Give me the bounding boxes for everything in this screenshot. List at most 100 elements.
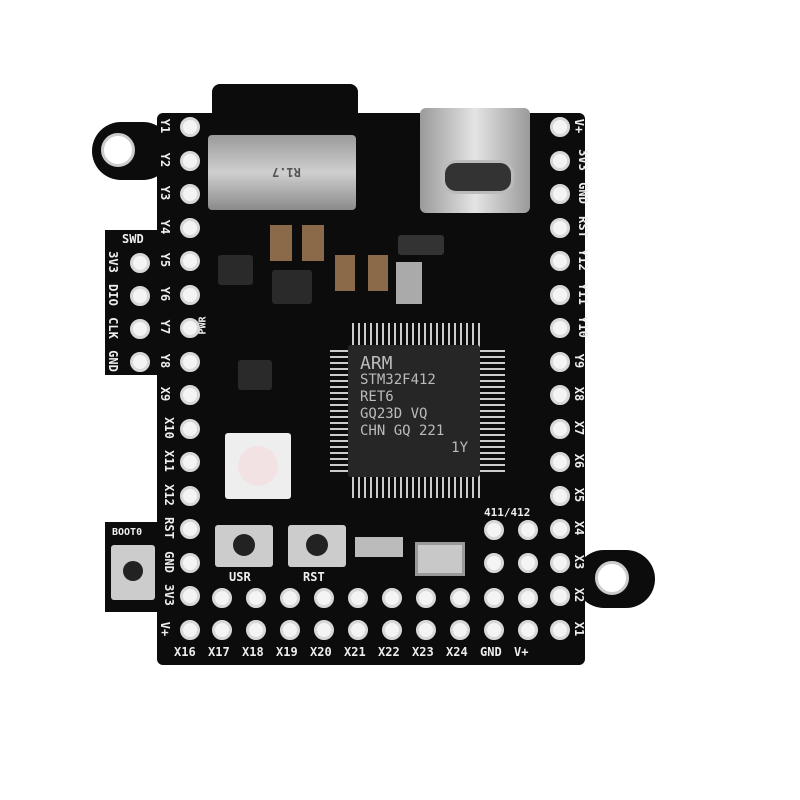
pin-hole[interactable] [180,318,200,338]
pin-hole[interactable] [180,586,200,606]
pin-label: X6 [572,453,587,469]
pin-hole[interactable] [450,588,470,608]
pin-hole[interactable] [180,150,200,171]
pin-hole[interactable] [550,519,570,539]
pin-hole[interactable] [212,588,232,608]
pin-label: X22 [378,645,400,659]
pin-label: Y9 [572,353,587,368]
pin-hole[interactable] [518,620,538,640]
pin-label: Y4 [158,219,173,234]
pin-hole[interactable] [180,619,200,640]
pin-hole[interactable] [246,588,266,608]
pin-hole[interactable] [180,251,200,271]
boot0-button[interactable] [111,545,155,600]
pin-hole[interactable] [550,485,570,506]
pin-hole[interactable] [180,452,200,472]
pin-hole[interactable] [180,552,200,573]
pin-hole[interactable] [382,588,402,608]
pin-label: X11 [161,450,176,472]
usr-button[interactable] [215,525,273,567]
mounting-hole-right [595,561,629,595]
pin-hole[interactable] [416,588,436,608]
pin-hole[interactable] [180,485,200,506]
pin-label: V+ [514,645,529,659]
pin-hole[interactable] [484,553,504,573]
capacitor [335,255,355,291]
pin-hole[interactable] [518,553,538,573]
pin-label: Y6 [158,286,173,301]
pin-hole[interactable] [550,150,570,171]
swd-pin-label: CLK [105,317,120,339]
pin-hole[interactable] [550,318,570,338]
pin-hole[interactable] [484,588,504,608]
pin-hole[interactable] [550,217,570,238]
pin-hole[interactable] [180,117,200,137]
pin-hole[interactable] [280,620,300,640]
pin-label: X24 [446,645,468,659]
pin-label: X17 [208,645,230,659]
swd-pin-hole[interactable] [130,319,150,339]
pin-label: Y12 [575,249,590,271]
pin-hole[interactable] [550,385,570,405]
pin-hole[interactable] [180,385,200,405]
pin-hole[interactable] [348,588,368,608]
capacitor [270,225,292,261]
pin-hole[interactable] [180,217,200,238]
microsd-slot [208,135,356,210]
pin-label: X23 [412,645,434,659]
pin-label: Y7 [158,319,173,335]
pin-label: X12 [161,483,176,506]
pin-hole[interactable] [550,619,570,640]
pin-hole[interactable] [246,620,266,640]
pin-hole[interactable] [212,620,232,640]
pin-label: RST [161,517,176,539]
pin-hole[interactable] [518,588,538,608]
rst-label: RST [303,570,325,584]
swd-pin-hole[interactable] [130,352,150,372]
boot0-label: BOOT0 [112,527,143,538]
pin-hole[interactable] [550,418,570,439]
pin-hole[interactable] [314,620,334,640]
swd-pin-hole[interactable] [130,253,150,273]
pin-label: Y10 [575,316,590,338]
pin-hole[interactable] [550,586,570,606]
stm32-mcu: ARM STM32F412 RET6 GQ23D VQ CHN GQ 221 1… [348,345,480,477]
pin-hole[interactable] [550,351,570,372]
rst-button[interactable] [288,525,346,567]
pin-label: Y1 [158,118,173,134]
pin-hole[interactable] [382,620,402,640]
mcu-lot: GQ23D VQ [360,406,428,422]
pin-label: RST [575,215,590,238]
pin-hole[interactable] [518,520,538,540]
pin-hole[interactable] [180,519,200,539]
pin-label: V+ [158,621,173,636]
pin-hole[interactable] [484,620,504,640]
pin-hole[interactable] [550,184,570,204]
swd-pin-hole[interactable] [130,286,150,306]
pin-label: X20 [310,645,332,659]
usr-label: USR [229,570,251,584]
pin-hole[interactable] [348,620,368,640]
sensor-ic [238,360,272,390]
pin-label: X19 [276,645,298,659]
mcu-brand: ARM [360,353,393,374]
pin-hole[interactable] [550,117,570,137]
pin-hole[interactable] [180,184,200,204]
pin-hole[interactable] [180,284,200,305]
pin-hole[interactable] [550,251,570,271]
pin-hole[interactable] [280,588,300,608]
pin-hole[interactable] [180,351,200,372]
pin-label: X21 [344,645,366,659]
crystal-small [355,537,403,557]
pin-hole[interactable] [484,520,504,540]
swd-pin-label: DIO [105,284,120,306]
inductor [396,262,422,304]
pin-hole[interactable] [450,620,470,640]
pin-hole[interactable] [550,452,570,472]
pin-hole[interactable] [416,620,436,640]
pin-hole[interactable] [550,284,570,305]
pin-hole[interactable] [314,588,334,608]
usb-c-port [442,160,514,194]
pin-hole[interactable] [180,418,200,439]
pin-hole[interactable] [550,552,570,573]
